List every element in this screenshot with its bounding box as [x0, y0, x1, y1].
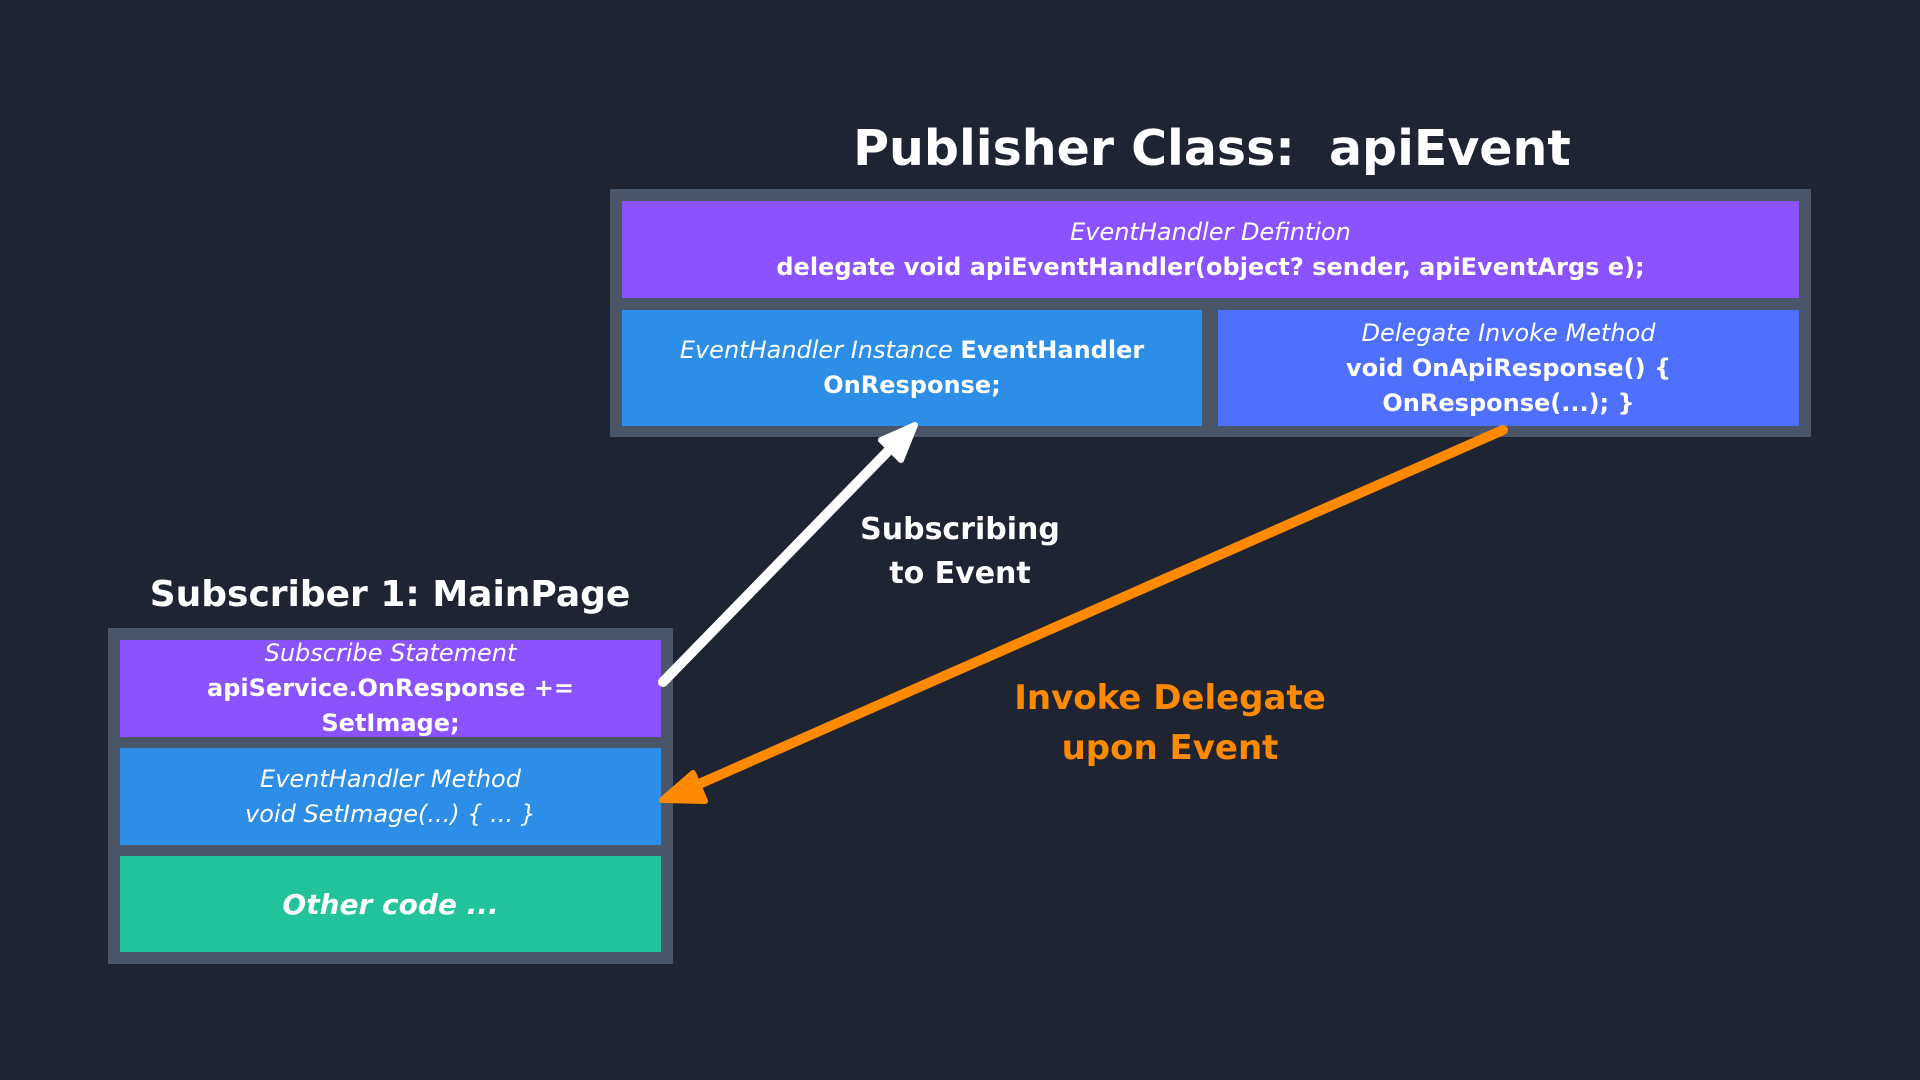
eventhandler-method-box: EventHandler Method void SetImage(...) {…	[120, 748, 661, 845]
subscribe-arrow-line	[658, 441, 898, 687]
subscribe-statement-box: Subscribe Statement apiService.OnRespons…	[120, 639, 661, 737]
invoke-label-line1: Invoke Delegate	[1014, 678, 1326, 718]
invoke-arrow-line	[685, 425, 1508, 793]
eventhandler-instance-box: EventHandler Instance EventHandler OnRes…	[622, 310, 1202, 426]
method-code: void SetImage(...) { ... }	[245, 799, 536, 828]
invoke-caption: Delegate Invoke Method	[1361, 318, 1656, 347]
eventhandler-definition-box: EventHandler Defintion delegate void api…	[622, 201, 1799, 298]
invoke-arrow	[659, 425, 1508, 804]
subscribing-label: Subscribing to Event	[830, 508, 1090, 596]
instance-text: EventHandler Instance EventHandler OnRes…	[636, 333, 1188, 403]
instance-code: EventHandler OnResponse;	[823, 336, 1145, 399]
subscribe-arrowhead	[878, 422, 918, 463]
subscribe-arrow	[658, 422, 918, 687]
subscriber-title: Subscriber 1: MainPage	[149, 574, 631, 615]
other-code-text: Other code ...	[282, 887, 499, 921]
subscribing-label-line1: Subscribing	[860, 512, 1060, 547]
definition-code: delegate void apiEventHandler(object? se…	[776, 252, 1645, 281]
other-code-box: Other code ...	[120, 856, 661, 952]
subscribing-label-line2: to Event	[889, 556, 1031, 591]
method-caption: EventHandler Method	[260, 764, 521, 793]
invoke-delegate-label: Invoke Delegate upon Event	[990, 673, 1350, 773]
definition-caption: EventHandler Defintion	[1070, 217, 1351, 246]
subscribe-caption: Subscribe Statement	[264, 639, 517, 667]
invoke-code: void OnApiResponse() { OnResponse(...); …	[1345, 353, 1672, 417]
invoke-arrowhead	[659, 770, 708, 804]
invoke-label-line2: upon Event	[1061, 728, 1279, 768]
subscriber-panel: Subscribe Statement apiService.OnRespons…	[108, 628, 673, 964]
publisher-panel: EventHandler Defintion delegate void api…	[610, 189, 1811, 437]
delegate-invoke-box: Delegate Invoke Method void OnApiRespons…	[1218, 310, 1799, 426]
subscribe-code: apiService.OnResponse += SetImage;	[207, 674, 574, 737]
publisher-title: Publisher Class: apiEvent	[853, 120, 1571, 177]
instance-caption: EventHandler Instance	[679, 336, 953, 364]
